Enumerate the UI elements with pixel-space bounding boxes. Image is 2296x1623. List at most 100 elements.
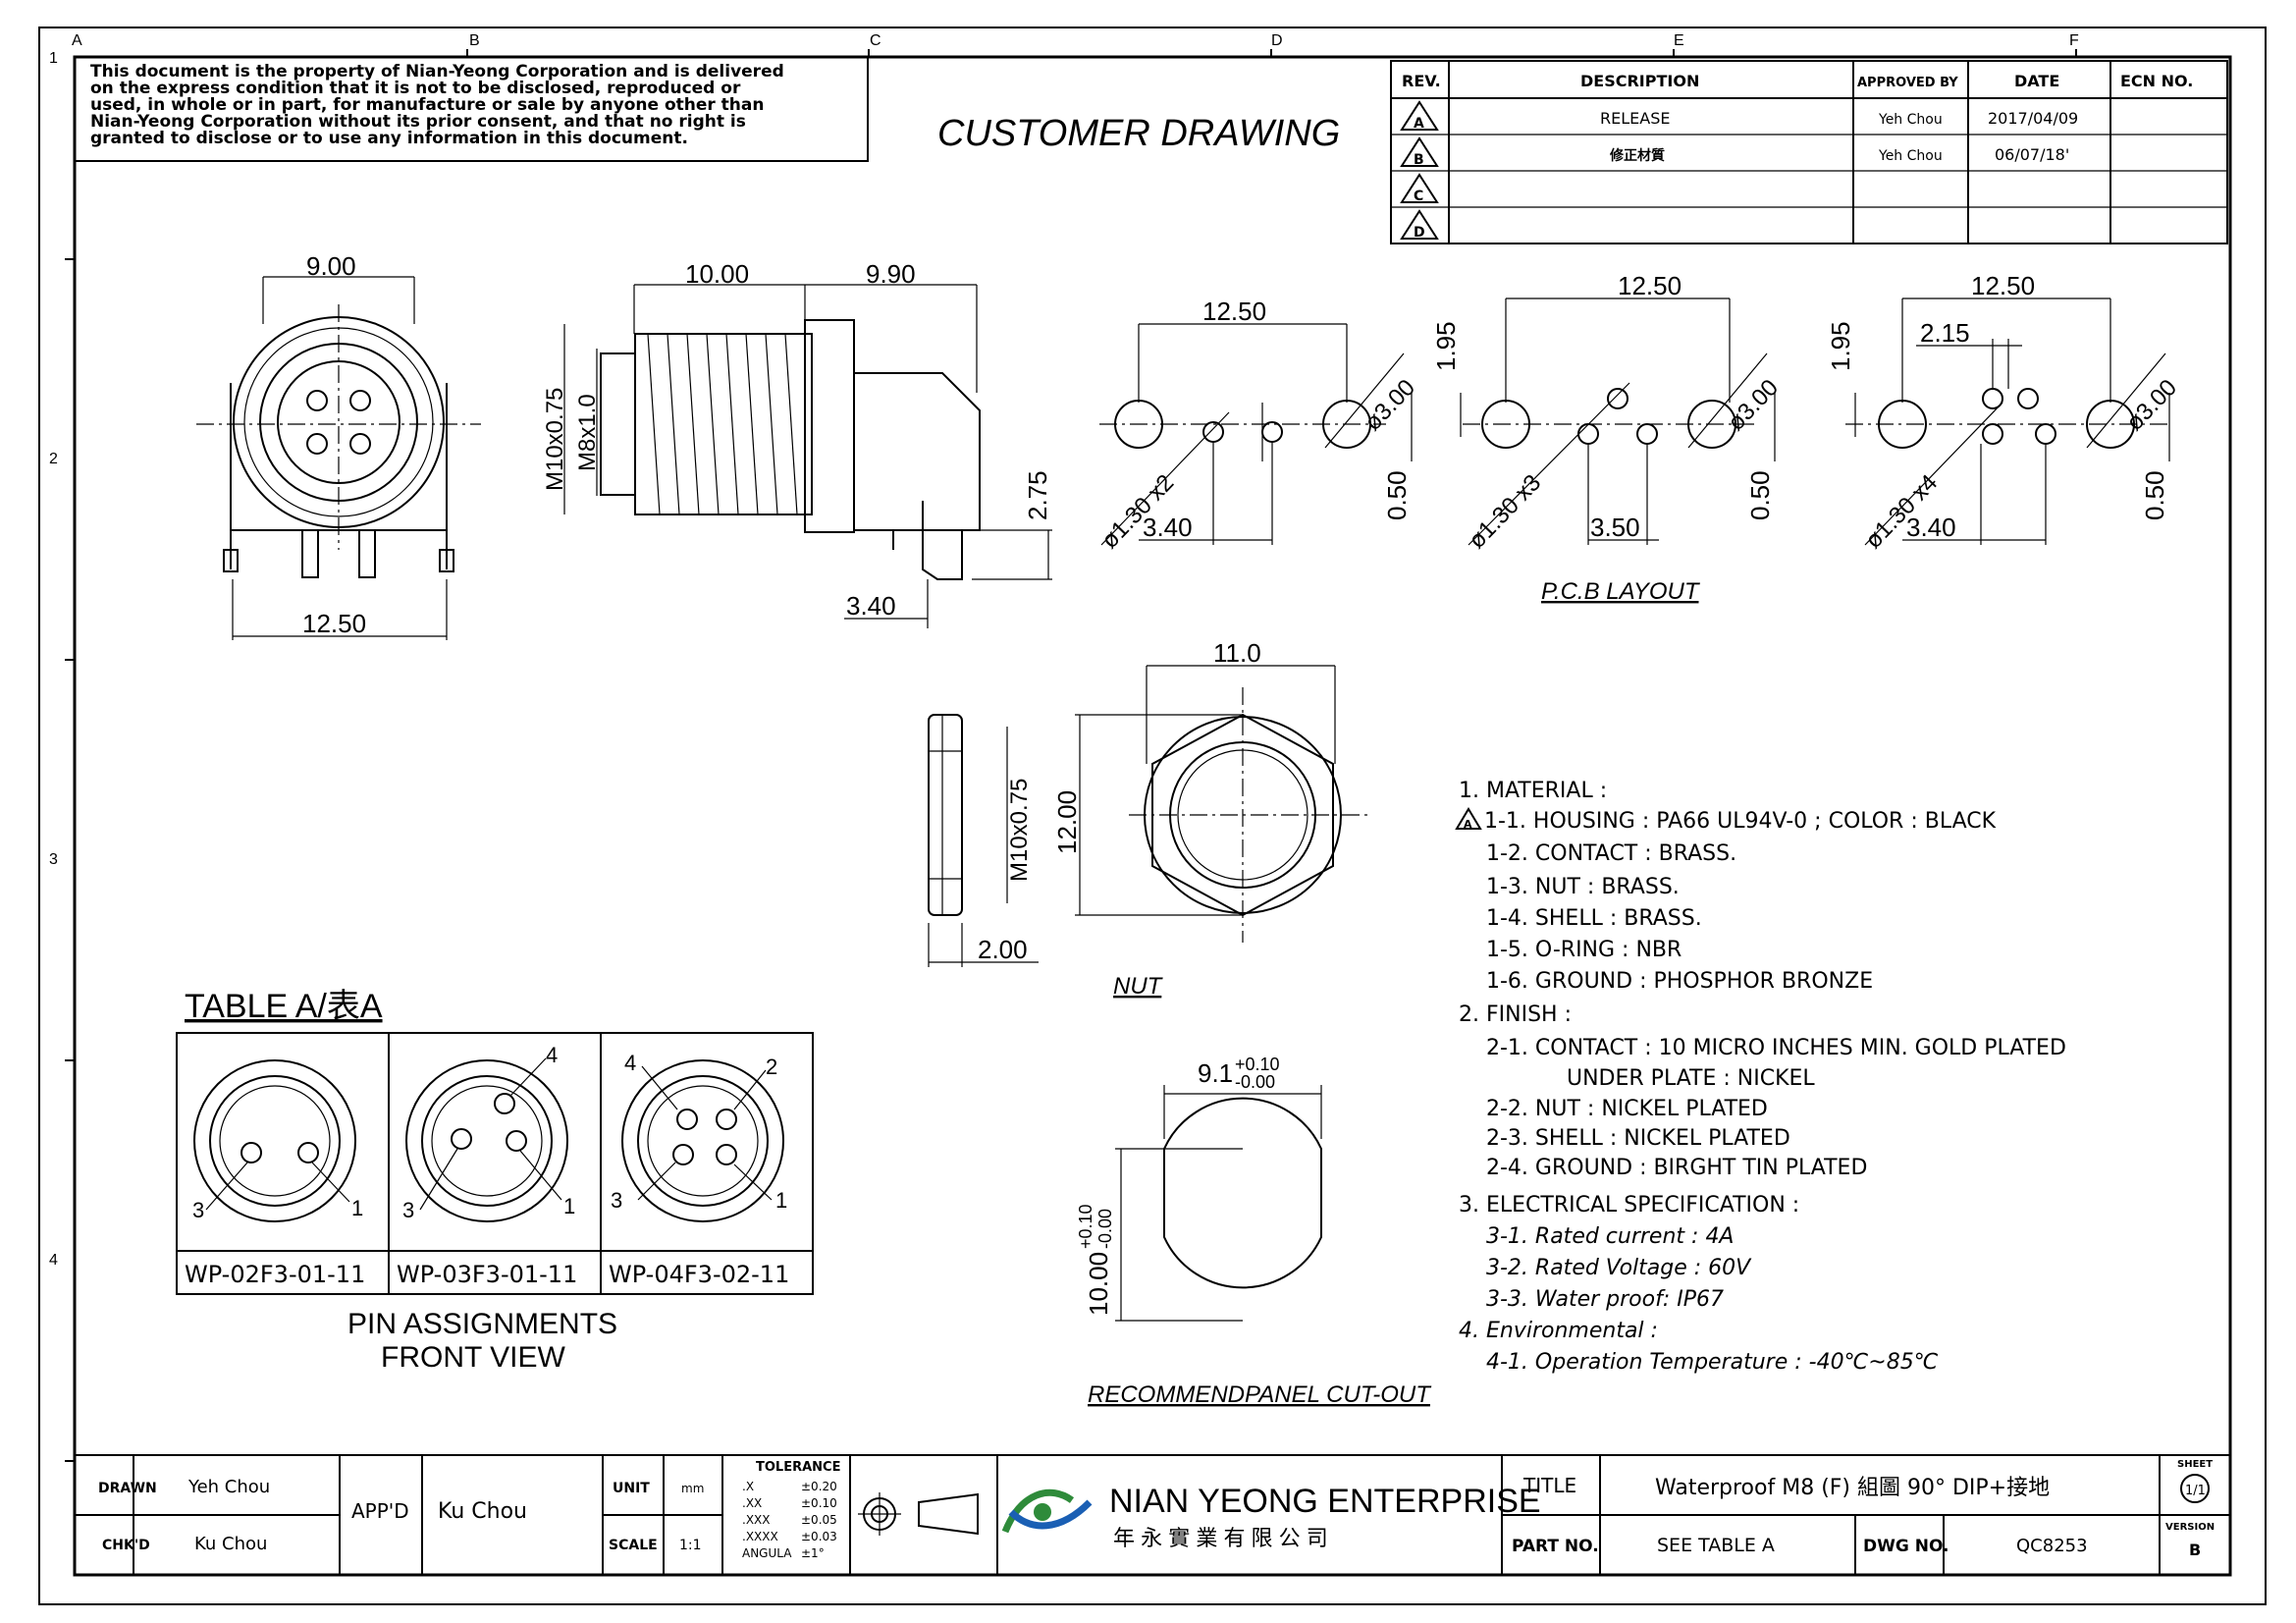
- table-a: 3 1 4 3 1 4 2 3 1 WP-02F3-01-11 WP-03F3-…: [176, 1032, 814, 1295]
- version-value: B: [2189, 1541, 2201, 1559]
- note-rev-mark: A: [1455, 807, 1482, 831]
- drawn-value: Yeh Chou: [187, 1477, 270, 1497]
- note-line: 1. MATERIAL :: [1459, 779, 1607, 803]
- company-name: NIAN YEONG ENTERPRISE: [1109, 1483, 1541, 1520]
- rev-header: REV.: [1402, 72, 1441, 90]
- dim-front-pin-span: 12.50: [302, 609, 366, 638]
- rev-description: RELEASE: [1600, 109, 1670, 128]
- note-line: 1-2. CONTACT : BRASS.: [1486, 841, 1736, 866]
- zone-number: 4: [49, 1252, 58, 1269]
- zone-letter: E: [1674, 32, 1684, 49]
- pin-label: 4: [546, 1043, 558, 1067]
- note-line: 2. FINISH :: [1459, 1002, 1572, 1027]
- nut-front-view: 11.0 12.00: [1052, 638, 1372, 943]
- dim-nut-hex: 11.0: [1213, 638, 1261, 668]
- rev-description: 修正材質: [1609, 147, 1665, 164]
- sheet-label: SHEET: [2177, 1459, 2213, 1470]
- svg-text:A: A: [1414, 116, 1424, 132]
- pin-label: 1: [351, 1196, 363, 1220]
- note-line: 3-1. Rated current : 4A: [1486, 1224, 1734, 1249]
- note-line: 2-4. GROUND : BIRGHT TIN PLATED: [1486, 1156, 1867, 1180]
- appd-value: Ku Chou: [438, 1499, 527, 1524]
- note-line: 2-2. NUT : NICKEL PLATED: [1486, 1097, 1768, 1121]
- pcb-layout-2pin: 12.50 ø1.30 x2 ø3.00 3.40 0.50: [1096, 297, 1420, 554]
- pin-label: 1: [563, 1194, 575, 1218]
- revision-table: REV. DESCRIPTION APPROVED BY DATE ECN NO…: [1390, 60, 2228, 244]
- company-logo-icon: [1001, 1488, 1093, 1534]
- pin-diagram-4pin: 4 2 3 1: [611, 1051, 787, 1222]
- part-number: WP-04F3-02-11: [609, 1261, 789, 1288]
- tolerance-key: ANGULA: [742, 1546, 792, 1560]
- sheet-value: 1/1: [2185, 1484, 2206, 1498]
- table-a-title: TABLE A/表A: [185, 988, 383, 1025]
- zone-number: 3: [49, 851, 58, 868]
- rev-date: 06/07/18': [1995, 145, 2069, 164]
- zone-number: 1: [49, 50, 58, 67]
- rev-date: 2017/04/09: [1988, 109, 2078, 128]
- dim-side-body: 10.00: [685, 259, 749, 289]
- dim-front-width: 9.00: [306, 251, 356, 281]
- tolerance-key: .XXXX: [742, 1530, 778, 1543]
- outer-border: [38, 27, 2267, 1605]
- disclaimer-line: used, in whole or in part, for manufactu…: [90, 95, 764, 115]
- rev-approved: Yeh Chou: [1878, 148, 1943, 164]
- note-line: 4. Environmental :: [1459, 1319, 1658, 1343]
- projection-symbol-icon: [858, 1492, 979, 1536]
- zone-letter: D: [1271, 32, 1283, 49]
- sheet-circle: [2180, 1474, 2210, 1503]
- dim-pcb-offset-3: 3.50: [1590, 513, 1640, 542]
- dim-pcb-span: 12.50: [1202, 297, 1266, 326]
- chkd-value: Ku Chou: [194, 1534, 267, 1554]
- svg-text:B: B: [1414, 152, 1424, 168]
- disclaimer-line: Nian-Yeong Corporation without its prior…: [90, 112, 746, 132]
- rev-mark-b: B: [1400, 136, 1439, 168]
- title-value: Waterproof M8 (F) 組圖 90° DIP+接地: [1655, 1476, 2050, 1500]
- pcb-layout-label: P.C.B LAYOUT: [1541, 578, 1701, 605]
- note-line: 2-3. SHELL : NICKEL PLATED: [1486, 1126, 1790, 1151]
- tolerance-key: .X: [742, 1480, 754, 1493]
- title-label: TITLE: [1522, 1474, 1576, 1497]
- tolerance-value: ±1°: [801, 1546, 825, 1560]
- pin-label: 3: [192, 1198, 204, 1222]
- pin-label: 3: [402, 1198, 414, 1222]
- panel-cutout-view: 9.1 +0.10 -0.00 10.00 +0.10 -0.00: [1076, 1055, 1322, 1322]
- pin-label: 3: [611, 1188, 622, 1213]
- part-number: WP-03F3-01-11: [397, 1261, 577, 1288]
- date-header: DATE: [2014, 72, 2059, 90]
- pin-diagram-2pin: 3 1: [192, 1059, 363, 1222]
- disclaimer-line: granted to disclose or to use any inform…: [90, 129, 688, 148]
- note-line: 1-1. HOUSING : PA66 UL94V-0 ; COLOR : BL…: [1484, 809, 1997, 834]
- disclaimer-line: This document is the property of Nian-Ye…: [90, 62, 784, 81]
- dim-pcb-offset-4: 3.40: [1906, 513, 1956, 542]
- zone-letter: C: [870, 32, 881, 49]
- dim-pcb-inner-4: 2.15: [1920, 318, 1970, 348]
- unit-value: mm: [681, 1482, 704, 1495]
- pin-label: 4: [624, 1051, 636, 1075]
- rev-mark-a: A: [1400, 100, 1439, 132]
- notes: 1. MATERIAL : A 1-1. HOUSING : PA66 UL94…: [1455, 779, 2066, 1375]
- tolerance-key: .XX: [742, 1496, 762, 1510]
- company-name-cn: 年 永 實 業 有 限 公 司: [1113, 1526, 1328, 1550]
- note-line: 4-1. Operation Temperature : -40℃~85℃: [1486, 1350, 1939, 1375]
- zone-markers: A B C D E F 1 2 3 4: [49, 32, 2079, 1462]
- drawing-title: CUSTOMER DRAWING: [937, 113, 1340, 154]
- unit-label: UNIT: [613, 1481, 650, 1496]
- pin-diagram-3pin: 4 3 1: [402, 1043, 575, 1222]
- dim-cutout-height-tol-minus: -0.00: [1095, 1209, 1115, 1249]
- side-view: 10.00 9.90 M10x0.75 M8x1.0 2.75 3.40: [542, 259, 1052, 628]
- dim-pcb-vert-2: 0.50: [1745, 470, 1775, 520]
- tolerance-title: TOLERANCE: [756, 1460, 840, 1475]
- dim-nut-thread: M10x0.75: [1006, 779, 1033, 882]
- drawn-label: DRAWN: [98, 1481, 157, 1496]
- tolerance-value: ±0.03: [801, 1530, 837, 1543]
- pin-label: 1: [775, 1188, 787, 1213]
- dim-side-thread-inner: M8x1.0: [574, 394, 601, 471]
- dim-pcb-hole-large: ø3.00: [2121, 374, 2182, 436]
- dim-side-offset: 3.40: [846, 591, 896, 621]
- rev-mark-d: D: [1400, 209, 1439, 241]
- appd-label: APP'D: [351, 1499, 409, 1523]
- note-line: UNDER PLATE : NICKEL: [1567, 1066, 1815, 1091]
- scale-value: 1:1: [679, 1538, 702, 1553]
- dim-pcb-span: 12.50: [1618, 271, 1682, 300]
